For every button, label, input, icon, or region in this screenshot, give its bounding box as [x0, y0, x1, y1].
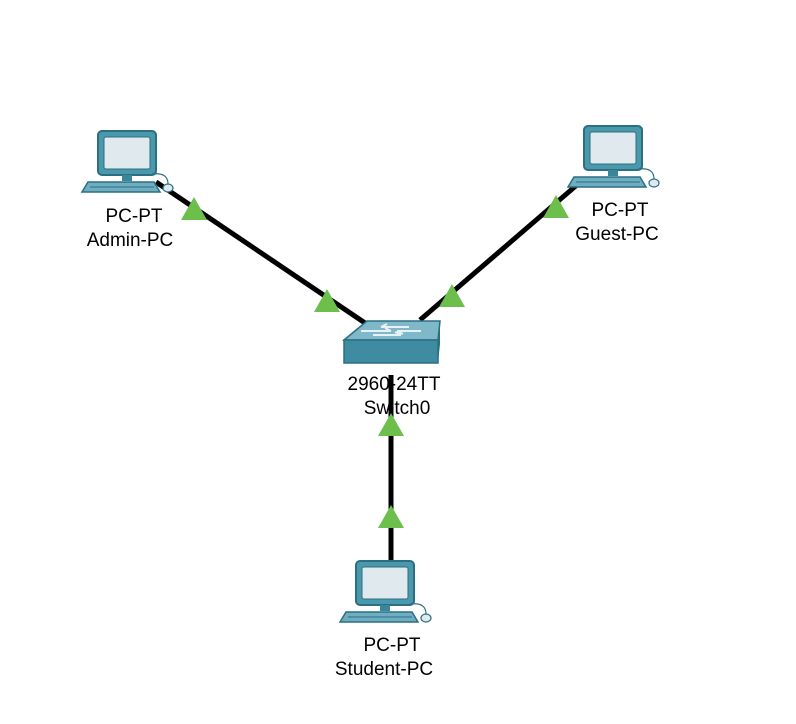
device-name-label: Guest-PC	[575, 224, 658, 245]
device-guest-pc[interactable]: PC-PT Guest-PC	[567, 125, 660, 245]
device-model-label: PC-PT	[364, 635, 421, 656]
device-model-label: 2960-24TT	[348, 374, 441, 395]
link-admin-switch0[interactable]	[154, 179, 370, 328]
device-model-label: PC-PT	[592, 200, 649, 221]
device-name-label: Student-PC	[335, 659, 433, 680]
links-layer	[154, 179, 580, 562]
device-student-pc[interactable]: PC-PT Student-PC	[335, 560, 433, 680]
switch-icon[interactable]	[343, 320, 441, 364]
device-switch0[interactable]: 2960-24TT Switch0	[343, 320, 441, 419]
link-up-indicator	[378, 505, 404, 528]
device-admin-pc[interactable]: PC-PT Admin-PC	[81, 130, 174, 251]
pc-icon[interactable]	[339, 560, 432, 623]
device-model-label: PC-PT	[106, 206, 163, 227]
device-name-label: Admin-PC	[87, 230, 174, 251]
link-up-indicator	[543, 195, 569, 218]
device-name-label: Switch0	[364, 398, 431, 419]
pc-icon[interactable]	[567, 125, 660, 188]
